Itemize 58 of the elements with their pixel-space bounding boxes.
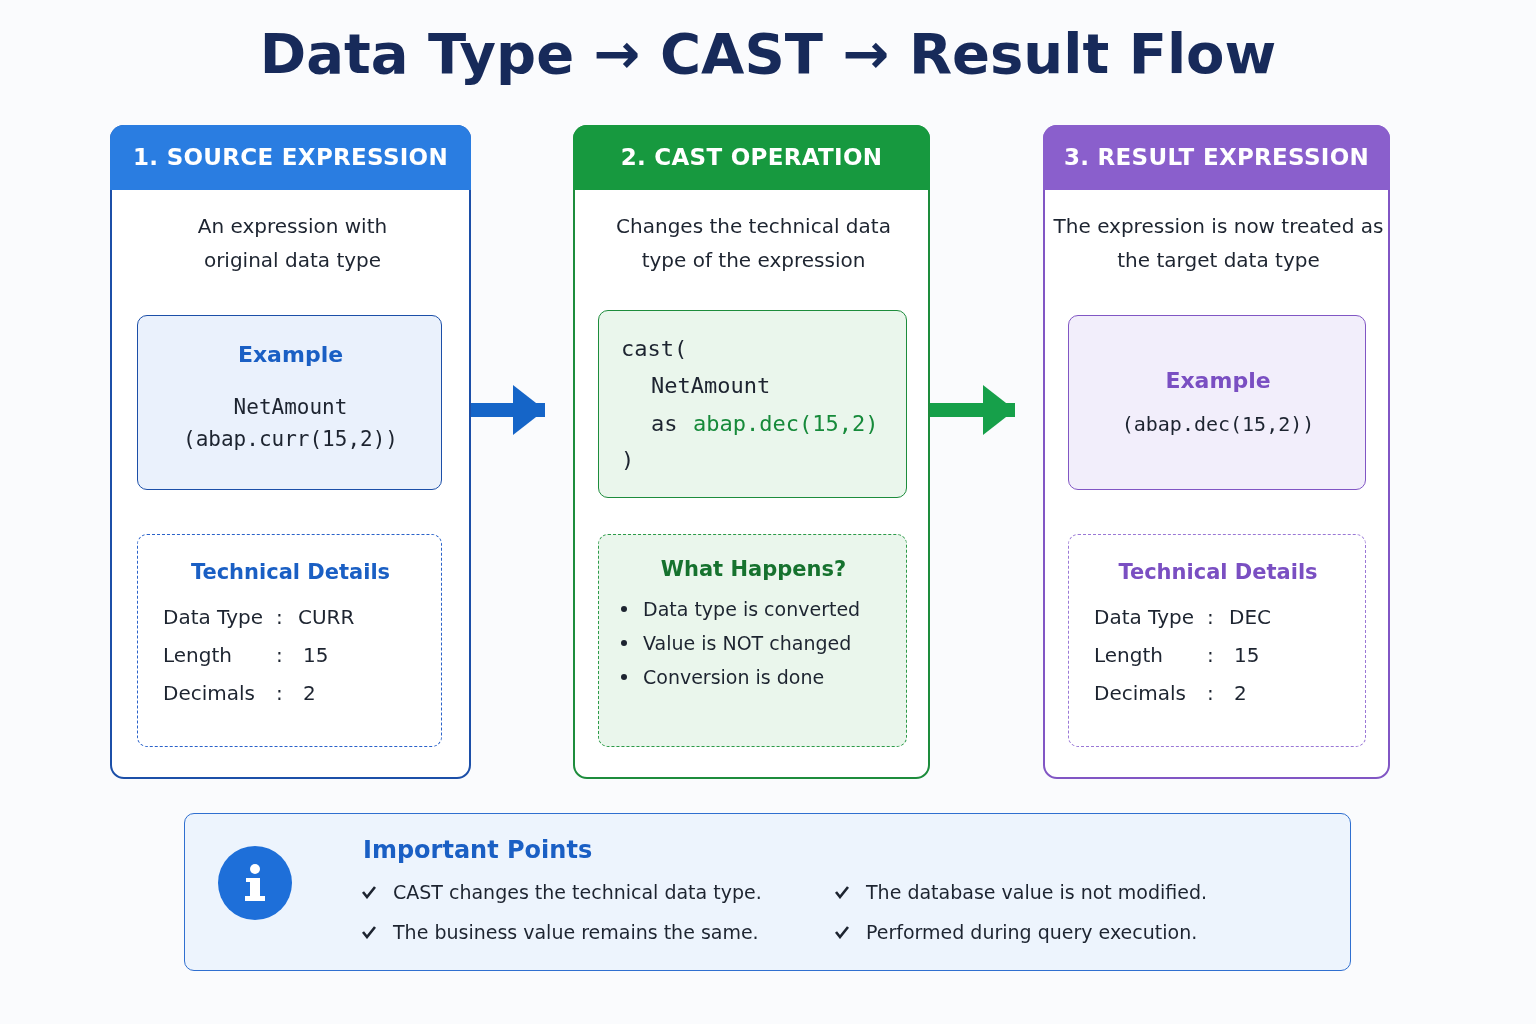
code-box bbox=[598, 310, 907, 498]
example-box bbox=[1068, 315, 1366, 490]
code-text: NetAmount bbox=[651, 372, 771, 400]
code-text: (abap.curr(15,2)) bbox=[182, 426, 399, 453]
diagram-title: Data Type → CAST → Result Flow bbox=[258, 20, 1278, 88]
box-heading: Technical Details bbox=[189, 559, 392, 586]
detail-label: Data Type bbox=[163, 604, 264, 631]
point-text: Performed during query execution. bbox=[866, 920, 1198, 945]
point-text: The business value remains the same. bbox=[393, 920, 759, 945]
box-heading: What Happens? bbox=[659, 556, 848, 583]
details-box bbox=[137, 534, 442, 747]
colon-separator: : bbox=[1207, 642, 1214, 669]
panel-description: The expression is now treated as the target data type bbox=[1052, 213, 1385, 274]
point-text: The database value is not modified. bbox=[866, 880, 1208, 905]
box-heading: Example bbox=[236, 341, 345, 369]
flow-arrow bbox=[471, 385, 545, 435]
colon-separator: : bbox=[276, 642, 283, 669]
detail-label: Decimals bbox=[1094, 680, 1186, 707]
example-box bbox=[137, 315, 442, 490]
code-text: NetAmount bbox=[232, 394, 349, 421]
bullet-text: Data type is converted bbox=[643, 597, 861, 622]
code-text: cast( bbox=[621, 335, 688, 363]
info-panel bbox=[184, 813, 1351, 971]
point-text: CAST changes the technical data type. bbox=[393, 880, 762, 905]
step-panel bbox=[110, 125, 471, 779]
detail-value: 2 bbox=[1234, 680, 1247, 707]
code-text: (abap.dec(15,2)) bbox=[1120, 411, 1316, 438]
panel-header: 1. SOURCE EXPRESSION bbox=[110, 125, 471, 190]
code-text: ) bbox=[621, 446, 635, 474]
details-box bbox=[598, 534, 907, 747]
box-heading: Important Points bbox=[363, 835, 593, 866]
detail-label: Decimals bbox=[163, 680, 255, 707]
colon-separator: : bbox=[1207, 604, 1214, 631]
bullet-text: Conversion is done bbox=[643, 665, 825, 690]
detail-label: Length bbox=[1094, 642, 1163, 669]
colon-separator: : bbox=[276, 680, 283, 707]
code-text: abap.dec(15,2) bbox=[693, 410, 879, 438]
panel-header: 2. CAST OPERATION bbox=[573, 125, 930, 190]
bullet-text: Value is NOT changed bbox=[643, 631, 852, 656]
panel-header: 3. RESULT EXPRESSION bbox=[1043, 125, 1390, 190]
colon-separator: : bbox=[1207, 680, 1214, 707]
step-panel bbox=[1043, 125, 1390, 779]
detail-value: 2 bbox=[303, 680, 316, 707]
flow-arrow bbox=[930, 385, 1015, 435]
step-panel bbox=[573, 125, 930, 779]
panel-description: An expression with original data type bbox=[196, 213, 389, 274]
detail-label: Data Type bbox=[1094, 604, 1195, 631]
details-box bbox=[1068, 534, 1366, 747]
detail-value: 15 bbox=[1234, 642, 1260, 669]
detail-value: DEC bbox=[1229, 604, 1271, 631]
detail-value: 15 bbox=[303, 642, 329, 669]
colon-separator: : bbox=[276, 604, 283, 631]
box-heading: Technical Details bbox=[1117, 559, 1319, 586]
box-heading: Example bbox=[1164, 367, 1272, 395]
panel-description: Changes the technical data type of the expression bbox=[615, 213, 892, 274]
detail-value: CURR bbox=[298, 604, 355, 631]
code-text: as bbox=[651, 410, 678, 438]
detail-label: Length bbox=[163, 642, 232, 669]
